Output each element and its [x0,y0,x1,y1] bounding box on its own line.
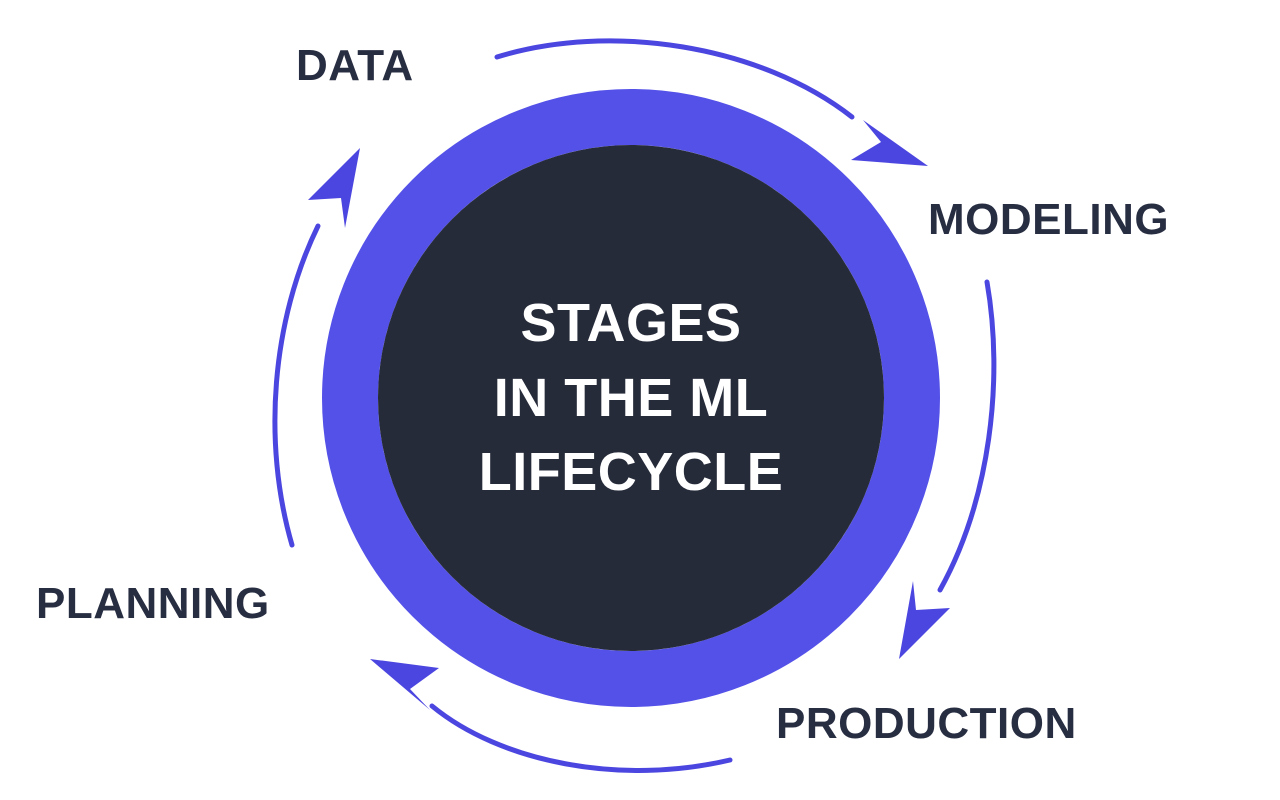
arrowhead [899,581,950,659]
arrowhead [308,148,360,228]
stage-label-data: DATA [296,41,414,90]
stage-label-production: PRODUCTION [776,699,1077,748]
stage-label-modeling: MODELING [928,195,1170,244]
outer-ring [322,89,940,707]
arrowhead [851,120,928,166]
arrow-shaft [429,703,733,773]
arrow-data-to-modeling [494,38,928,166]
arrow-shaft [494,38,855,120]
inner-disc [378,145,884,651]
arrowhead [370,659,439,710]
stage-label-planning: PLANNING [36,579,270,628]
arrow-shaft [272,223,321,548]
arrow-shaft [937,279,997,593]
arrow-production-to-planning [370,659,733,773]
arrow-planning-to-data [272,148,360,548]
arrow-modeling-to-production [899,279,997,659]
